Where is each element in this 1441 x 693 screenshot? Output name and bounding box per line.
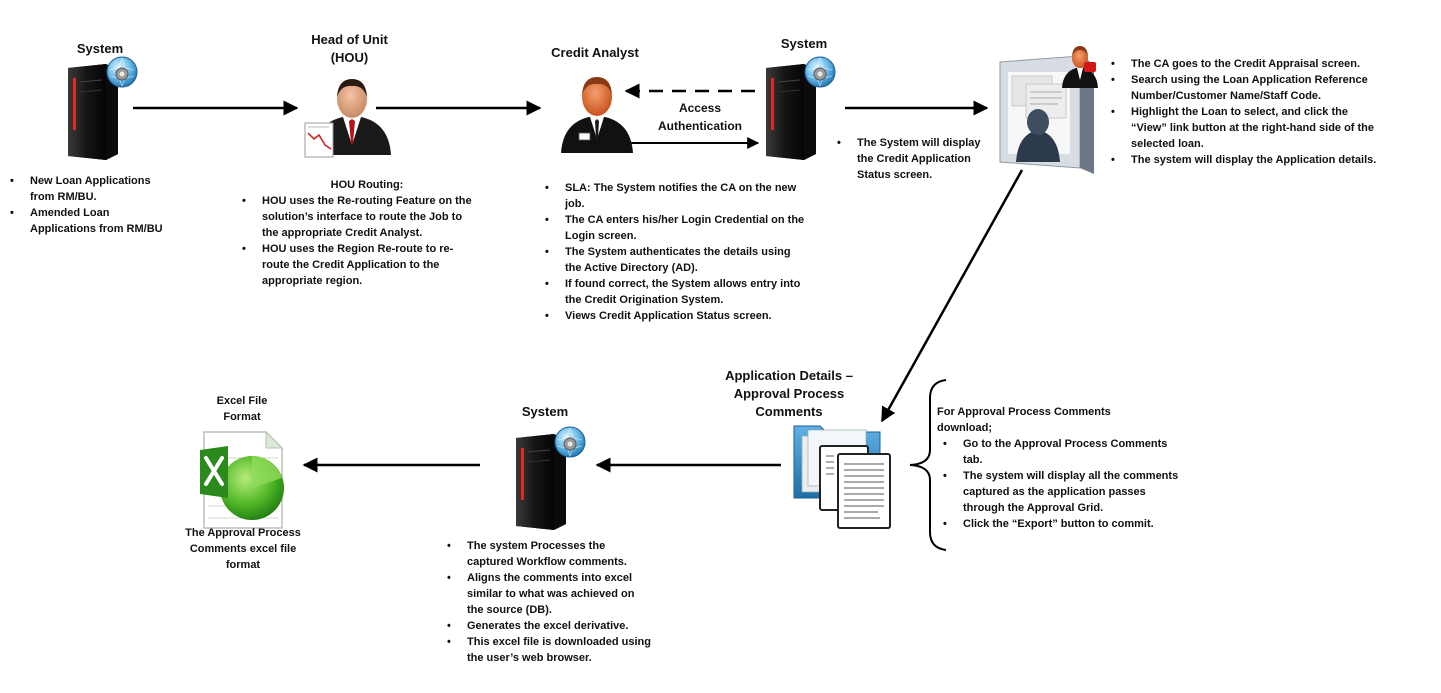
list-item: New Loan Applications from RM/BU. [10,173,174,205]
credit-appraisal-notes: The CA goes to the Credit Appraisal scre… [1105,56,1385,168]
credit-appraisal-screen-icon [999,46,1098,174]
access-authentication-label: Access Authentication [658,101,742,133]
hou-routing-heading: HOU Routing: [330,179,404,191]
hou-title: Head of Unit (HOU) [311,32,388,65]
flow-arrows [133,83,1024,473]
list-item: Go to the Approval Process Comments tab. [943,436,1187,468]
excel-caption: The Approval Process Comments excel file… [185,527,301,571]
list-item: Views Credit Application Status screen. [545,308,809,324]
system-3-title: System [521,404,569,419]
system-1-notes: New Loan Applications from RM/BU. Amende… [4,173,174,237]
documents-icon [793,425,891,529]
hou-notes: HOU Routing: HOU uses the Re-routing Fea… [236,177,472,289]
analyst-person-icon [561,77,633,153]
list-item: The CA goes to the Credit Appraisal scre… [1111,56,1385,72]
arrow-appraisal-to-details [880,169,1024,423]
list-item: Search using the Loan Application Refere… [1111,72,1385,104]
list-item: HOU uses the Re-routing Feature on the s… [242,193,472,241]
curly-brace [909,379,947,551]
system-2-title: System [780,36,828,51]
approval-intro: For Approval Process Comments download; [937,406,1111,434]
system-1-title: System [76,41,124,56]
list-item: The CA enters his/her Login Credential o… [545,212,809,244]
list-item: HOU uses the Region Re-route to re-route… [242,241,472,289]
list-item: Aligns the comments into excel similar t… [447,570,651,618]
credit-analyst-notes: SLA: The System notifies the CA on the n… [539,180,809,324]
list-item: The System will display the Credit Appli… [837,135,991,183]
list-item: Highlight the Loan to select, and click … [1111,104,1385,152]
list-item: The system will display all the comments… [943,468,1187,516]
list-item: Generates the excel derivative. [447,618,651,634]
list-item: The System authenticates the details usi… [545,244,809,276]
list-item: Click the “Export” button to commit. [943,516,1187,532]
excel-file-icon [200,430,284,529]
system-3-notes: The system Processes the captured Workfl… [441,538,651,666]
manager-person-icon [304,79,391,158]
approval-comments-notes: For Approval Process Comments download; … [937,404,1187,532]
server-icon [67,56,138,161]
credit-analyst-title: Credit Analyst [551,45,639,60]
app-details-title: Application Details – Approval Process C… [725,368,853,419]
list-item: This excel file is downloaded using the … [447,634,651,666]
system-2-notes: The System will display the Credit Appli… [831,135,991,183]
list-item: SLA: The System notifies the CA on the n… [545,180,809,212]
list-item: The system will display the Application … [1111,152,1385,168]
list-item: The system Processes the captured Workfl… [447,538,651,570]
list-item: Amended Loan Applications from RM/BU [10,205,174,237]
server-icon [515,426,586,531]
excel-title: Excel File Format [216,395,268,423]
server-icon [765,56,836,161]
list-item: If found correct, the System allows entr… [545,276,809,308]
